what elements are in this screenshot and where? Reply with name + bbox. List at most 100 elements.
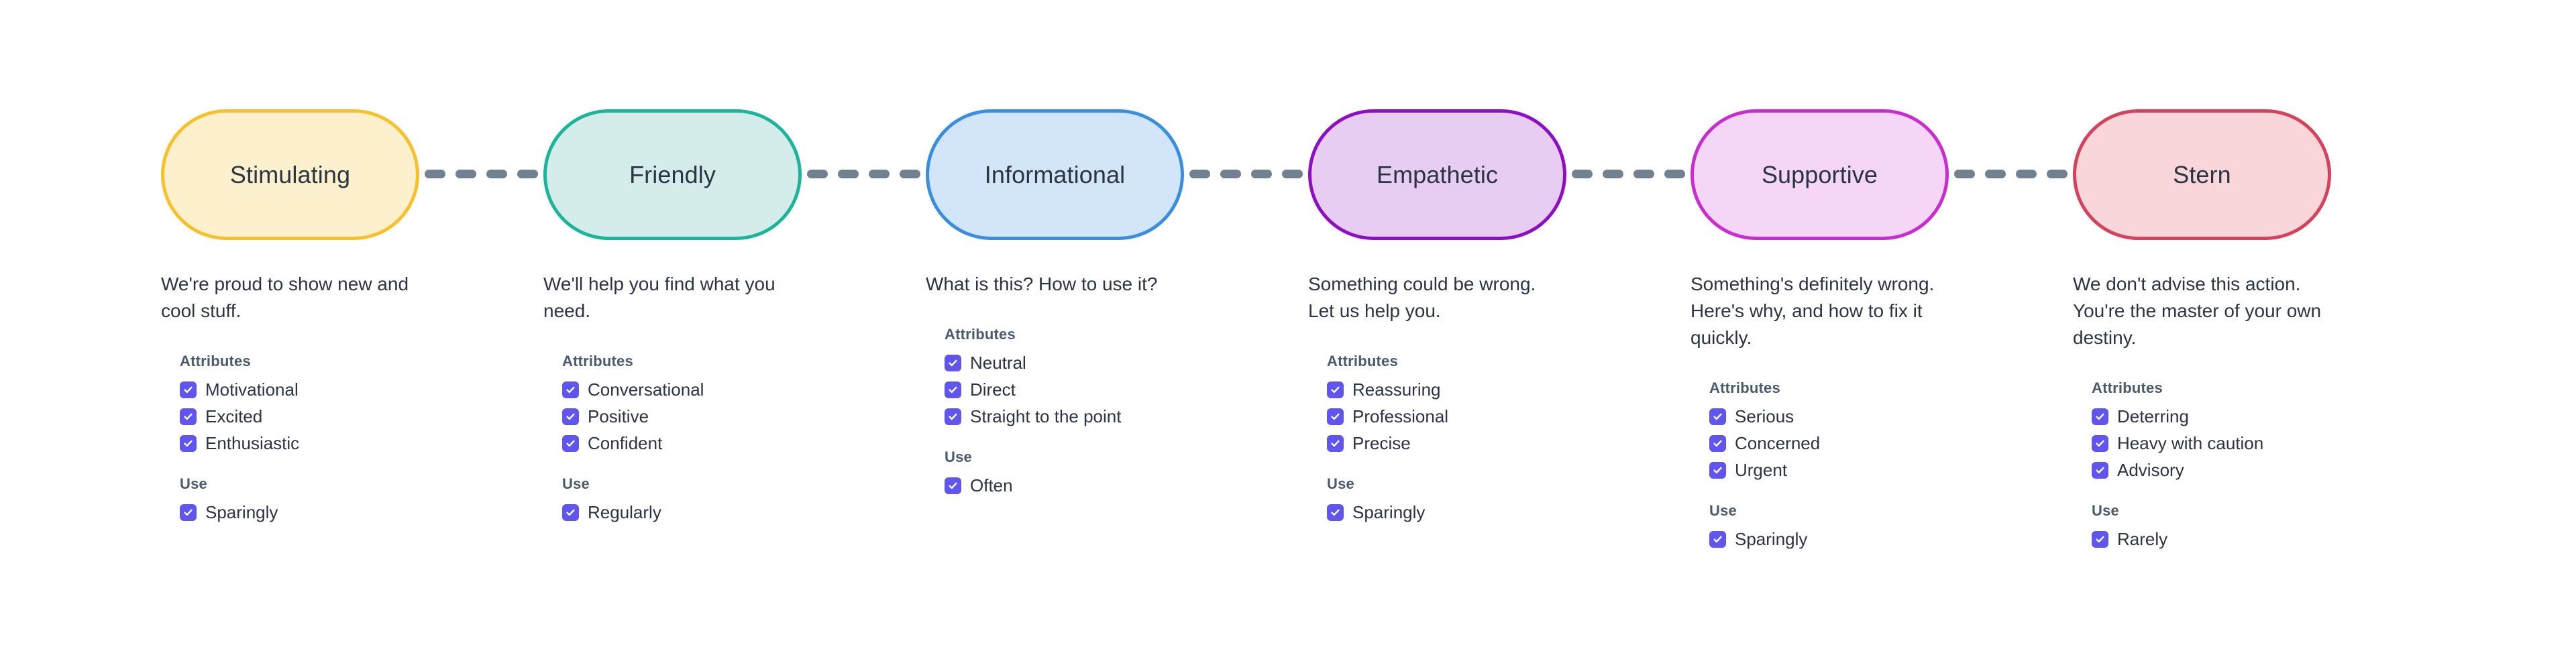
checkmark-icon [1330, 412, 1340, 422]
use-heading: Use [1709, 502, 1737, 519]
checkbox-row[interactable]: Excited [180, 406, 419, 427]
checkbox-checked[interactable] [1327, 408, 1344, 425]
checkbox-checked[interactable] [1709, 461, 1726, 479]
checkbox-row[interactable]: Motivational [180, 379, 419, 400]
checkbox-checked[interactable] [562, 434, 579, 452]
checkbox-row[interactable]: Precise [1327, 432, 1566, 454]
tone-description: We're proud to show new and cool stuff. [161, 274, 409, 321]
dash-segment [1664, 169, 1685, 178]
dash-segment [1220, 169, 1241, 178]
checkbox-row[interactable]: Reassuring [1327, 379, 1566, 400]
checkmark-icon [948, 481, 958, 491]
checkbox-checked[interactable] [945, 408, 961, 425]
checkbox-checked[interactable] [1327, 504, 1344, 521]
checkbox-row[interactable]: Enthusiastic [180, 432, 419, 454]
dash-segment [425, 169, 445, 178]
checkbox-row[interactable]: Positive [562, 406, 802, 427]
checkbox-checked[interactable] [562, 381, 579, 398]
checkbox-row[interactable]: Neutral [945, 352, 1184, 373]
tone-pill-wrapper: Informational [926, 109, 1303, 240]
checkbox-row[interactable]: Deterring [2092, 406, 2331, 427]
checkbox-row[interactable]: Confident [562, 432, 802, 454]
attributes-item-label: Reassuring [1352, 379, 1441, 400]
checkmark-icon [1330, 438, 1340, 449]
attributes-item-label: Deterring [2117, 406, 2189, 426]
tone-pill-wrapper: Stimulating [161, 109, 538, 240]
checkbox-row[interactable]: Sparingly [1327, 501, 1566, 523]
checkbox-checked[interactable] [1327, 434, 1344, 452]
dashed-line-icon [1572, 168, 1685, 179]
checkbox-checked[interactable] [1709, 530, 1726, 548]
checkbox-checked[interactable] [180, 434, 197, 452]
checkbox-checked[interactable] [2092, 434, 2108, 452]
checkbox-row[interactable]: Advisory [2092, 459, 2331, 481]
attributes-item-label: Positive [588, 406, 649, 426]
checkbox-row[interactable]: Straight to the point [945, 406, 1184, 427]
checkmark-icon [2095, 465, 2105, 475]
checkbox-checked[interactable] [180, 504, 197, 521]
tone-pill-label: Friendly [629, 160, 716, 188]
attributes-item-label: Serious [1735, 406, 1794, 426]
checkbox-checked[interactable] [1327, 381, 1344, 398]
dashed-line-icon [1954, 168, 2068, 179]
use-heading: Use [2092, 502, 2119, 519]
checkbox-row[interactable]: Conversational [562, 379, 802, 400]
tone-pill[interactable]: Supportive [1690, 109, 1949, 240]
checkbox-row[interactable]: Regularly [562, 501, 802, 523]
tone-pill[interactable]: Empathetic [1308, 109, 1566, 240]
dashed-line-icon [425, 168, 538, 179]
checkbox-row[interactable]: Often [945, 475, 1184, 496]
checkbox-row[interactable]: Heavy with caution [2092, 432, 2331, 454]
checkbox-checked[interactable] [562, 504, 579, 521]
use-heading: Use [1327, 475, 1354, 492]
checkmark-icon [183, 508, 193, 518]
checkbox-row[interactable]: Serious [1709, 406, 1949, 427]
checkbox-checked[interactable] [945, 354, 961, 371]
tone-pill-wrapper: Supportive [1690, 109, 2068, 240]
tone-pill-label: Supportive [1761, 160, 1878, 188]
checkbox-checked[interactable] [2092, 408, 2108, 425]
checkbox-checked[interactable] [562, 408, 579, 425]
checkbox-row[interactable]: Rarely [2092, 528, 2331, 550]
checkbox-row[interactable]: Sparingly [180, 501, 419, 523]
checkbox-checked[interactable] [1709, 434, 1726, 452]
checkbox-checked[interactable] [180, 408, 197, 425]
attributes-heading: Attributes [562, 353, 633, 369]
tone-pill[interactable]: Stimulating [161, 109, 419, 240]
attributes-heading: Attributes [945, 326, 1016, 343]
checkbox-checked[interactable] [945, 477, 961, 494]
tone-pill-label: Stimulating [229, 160, 351, 188]
dash-segment [1633, 169, 1654, 178]
checkbox-row[interactable]: Professional [1327, 406, 1566, 427]
use-item-label: Sparingly [1352, 502, 1426, 522]
checkbox-checked[interactable] [1709, 408, 1726, 425]
checkbox-checked[interactable] [2092, 461, 2108, 479]
checkmark-icon [566, 508, 576, 518]
dash-segment [869, 169, 890, 178]
checkbox-row[interactable]: Sparingly [1709, 528, 1949, 550]
tone-pill-label: Informational [984, 160, 1126, 188]
checkbox-row[interactable]: Concerned [1709, 432, 1949, 454]
tone-pill[interactable]: Informational [926, 109, 1184, 240]
tone-description: What is this? How to use it? [926, 274, 1158, 294]
use-item-label: Regularly [588, 502, 661, 522]
attributes-heading: Attributes [2092, 379, 2163, 396]
checkbox-checked[interactable] [2092, 530, 2108, 548]
checkbox-checked[interactable] [945, 381, 961, 398]
tone-pill[interactable]: Stern [2073, 109, 2331, 240]
checkbox-checked[interactable] [180, 381, 197, 398]
checkbox-row[interactable]: Urgent [1709, 459, 1949, 481]
checkbox-row[interactable]: Direct [945, 379, 1184, 400]
tone-pill[interactable]: Friendly [543, 109, 802, 240]
attributes-item-label: Concerned [1735, 433, 1821, 453]
